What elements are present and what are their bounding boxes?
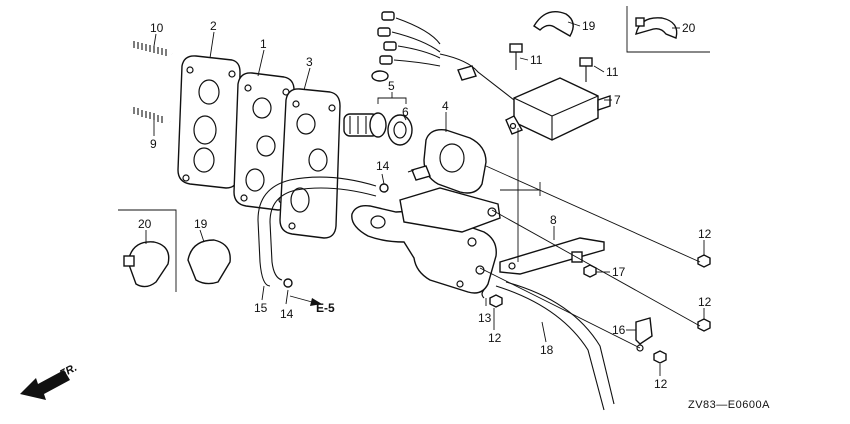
wire-clip-19-top [533,11,574,37]
callout-19-top: 19 [582,19,596,33]
leader-lines [145,21,705,376]
gasket-3 [279,88,341,239]
hose-clip-16 [635,317,653,352]
callout-4: 4 [442,99,449,113]
gasket-2 [177,55,241,189]
stud-bolt-upper [130,41,173,56]
callout-2: 2 [210,19,217,33]
front-arrow-icon [20,370,70,400]
wire-clip-20-left [123,241,170,288]
callout-11-left: 11 [530,53,543,67]
nut-12-lower [653,350,667,364]
thermostat-seal [387,114,413,146]
callout-labels: 10 2 1 3 9 5 6 4 14 19 20 11 11 7 8 12 1… [138,19,712,391]
water-hose [257,176,377,287]
callout-11-right: 11 [606,65,619,79]
hose-clamp-upper [379,183,389,193]
nut-12-middle [697,318,711,332]
callout-1: 1 [260,37,267,51]
callout-14-lower: 14 [280,307,294,321]
callout-19-left: 19 [194,217,208,231]
clamp-13 [481,289,485,299]
hose-clamp-lower [283,278,293,288]
callout-17: 17 [612,265,626,279]
thermostat-housing [407,129,487,194]
callout-5: 5 [388,79,395,93]
callout-14-upper: 14 [376,159,390,173]
callout-3: 3 [306,55,313,69]
callout-15: 15 [254,301,268,315]
callout-6: 6 [402,105,409,119]
relay-module [505,77,611,141]
reference-arrow [289,295,322,306]
wire-clip-20-top [635,17,678,39]
lower-bracket [399,187,501,233]
callout-8: 8 [550,213,557,227]
front-label: FR. [58,362,79,381]
callout-10: 10 [150,21,164,35]
inset-frame-left [118,209,177,292]
nut-12-bottom [489,294,503,308]
wire-harness [371,11,515,101]
drain-hose [495,285,605,411]
drain-hose-inner [505,281,615,405]
bolt-11-right [579,57,593,82]
callout-9: 9 [150,137,157,151]
callout-7: 7 [614,93,621,107]
callout-18: 18 [540,343,554,357]
callout-12-lower: 12 [654,377,668,391]
callout-20-top: 20 [682,21,696,35]
water-hose-inner [269,187,377,281]
bolt-11-left [509,43,523,70]
inset-frame-top-right [626,6,710,53]
nut-12-upper [697,254,711,268]
callout-20-left: 20 [138,217,152,231]
diagram-code: ZV83—E0600A [688,399,770,411]
callout-12-middle: 12 [698,295,712,309]
callout-12-upper: 12 [698,227,712,241]
stud-bolt-lower [130,107,171,124]
callout-16: 16 [612,323,626,337]
wire-clip-19-left [187,239,231,285]
thermostat [343,112,387,138]
callout-13: 13 [478,311,492,325]
callout-12-bottom: 12 [488,331,502,345]
reference-label: E-5 [316,301,335,315]
